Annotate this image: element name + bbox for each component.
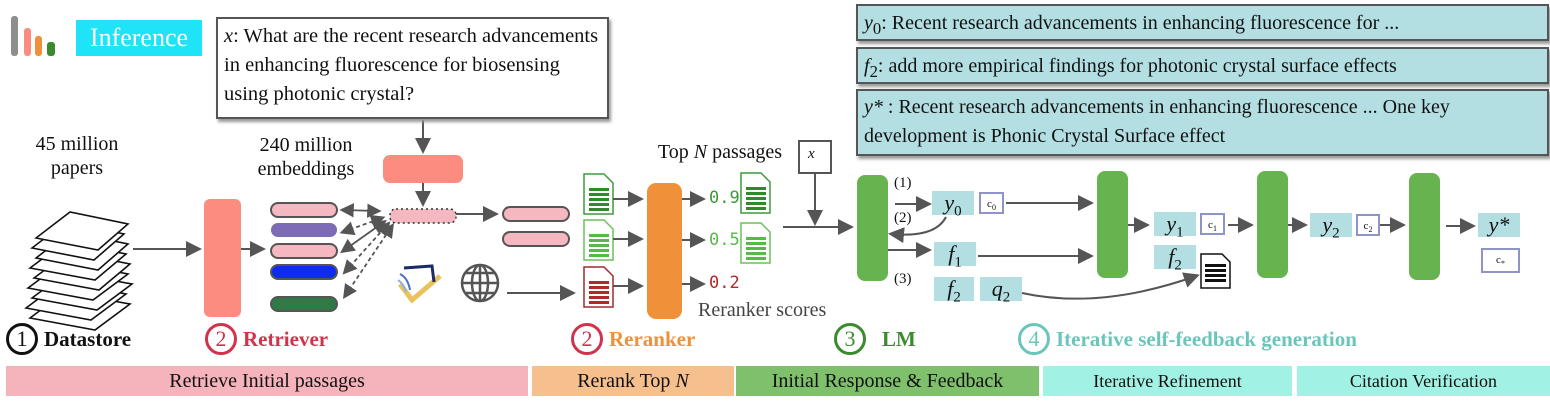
label-line: 240 million — [259, 134, 353, 156]
query-encoder-block — [383, 155, 463, 183]
reranker-scores-label: Reranker scores — [698, 299, 827, 321]
output-ystar: y* : Recent research advancements in enh… — [856, 89, 1549, 156]
output-text: : Recent research advancements in enhanc… — [881, 12, 1400, 34]
step-lm: 3 LM — [834, 323, 916, 355]
x-input-box — [798, 140, 832, 174]
embedding-list — [270, 202, 338, 312]
arrow-label-2: (2) — [894, 210, 912, 226]
paper-stack-icon — [24, 211, 134, 331]
x-label: x — [808, 146, 815, 162]
step-number-icon: 3 — [834, 323, 866, 355]
cell-f2: f2 — [934, 276, 974, 306]
step-datastore: 1 Datastore — [6, 323, 131, 355]
query-text: : What are the recent research advanceme… — [224, 25, 599, 105]
retrieved-embeddings — [502, 206, 570, 247]
output-text: : add more empirical findings for photon… — [877, 55, 1397, 77]
output-symbol: y* — [864, 96, 883, 118]
step-label: Retriever — [243, 326, 329, 351]
output-symbol: f — [864, 55, 870, 77]
ranked-doc-icon — [740, 172, 771, 214]
output-f2: f2: add more empirical findings for phot… — [856, 47, 1549, 84]
step-label: Datastore — [44, 326, 132, 351]
step-reranker: 2 Reranker — [571, 323, 695, 355]
label-line: papers — [50, 157, 104, 179]
lm-block-verify — [1409, 173, 1440, 280]
passage-doc-icon — [583, 173, 614, 215]
band-retrieve: Retrieve Initial passages — [6, 366, 528, 396]
cell-text: f2 — [947, 276, 961, 306]
cell-text: f2 — [1168, 244, 1182, 274]
band-text: Rerank Top N — [577, 370, 689, 392]
cell-text: y1 — [1166, 211, 1184, 241]
step-number-icon: 2 — [571, 323, 603, 355]
output-text: : Recent research advancements in enhanc… — [864, 96, 1450, 147]
cell-text: y0 — [944, 190, 962, 220]
query-prefix: x — [224, 25, 234, 47]
step-iterative: 4 Iterative self-feedback generation — [1018, 323, 1357, 355]
step-label: LM — [882, 326, 916, 351]
cell-text: f1 — [948, 241, 962, 271]
step-number-icon: 2 — [205, 323, 237, 355]
citation-c1: c1 — [1200, 213, 1225, 235]
cell-q2: q2 — [980, 276, 1022, 306]
label-line: 45 million — [35, 133, 119, 155]
lm-block-refine-2 — [1257, 171, 1288, 278]
output-y0: y0: Recent research advancements in enha… — [856, 4, 1549, 41]
label-part: Top — [657, 141, 694, 163]
cell-y2: y2 — [1310, 212, 1352, 242]
globe-icon — [460, 263, 500, 303]
citation-cstar: c* — [1481, 248, 1520, 273]
bar-logo-icon — [11, 16, 55, 56]
band-rerank: Rerank Top N — [532, 366, 734, 396]
citation-c2: c2 — [1356, 214, 1380, 236]
arrow-label-1: (1) — [894, 175, 912, 191]
cell-y0: y0 — [932, 190, 974, 220]
step-label: Reranker — [609, 326, 696, 351]
retriever-block — [204, 199, 241, 317]
step-number-icon: 4 — [1018, 323, 1050, 355]
output-sub: 0 — [872, 19, 882, 38]
output-sub: 2 — [869, 62, 878, 81]
band-initial-response: Initial Response & Feedback — [736, 366, 1039, 396]
inference-badge: Inference — [76, 20, 202, 56]
ranked-doc-icon — [740, 222, 771, 264]
score-1: 0.9 — [709, 188, 740, 208]
cell-text: y* — [1488, 212, 1510, 237]
output-symbol: y — [864, 12, 873, 34]
lm-block-refine-1 — [1097, 171, 1128, 278]
score-3: 0.2 — [709, 273, 740, 293]
cell-ystar: y* — [1478, 213, 1520, 237]
step-retriever: 2 Retriever — [205, 323, 328, 355]
score-2: 0.5 — [709, 230, 740, 250]
document-icon — [1200, 253, 1231, 289]
query-box: x: What are the recent research advancem… — [216, 17, 609, 119]
cell-text: y2 — [1322, 212, 1340, 242]
semantic-scholar-icon — [397, 264, 442, 304]
cell-f1: f1 — [934, 241, 976, 271]
arrow-label-3: (3) — [894, 271, 912, 287]
step-label: Iterative self-feedback generation — [1056, 326, 1357, 351]
citation-c0: c0 — [979, 192, 1004, 214]
top-n-label: Top N passages — [645, 140, 795, 164]
band-iterative-refinement: Iterative Refinement — [1043, 366, 1292, 396]
lm-block-initial — [857, 175, 888, 281]
cell-f2-refine: f2 — [1154, 244, 1196, 274]
step-number-icon: 1 — [6, 323, 38, 355]
label-line: embeddings — [257, 158, 355, 180]
passage-doc-icon — [583, 219, 614, 261]
cell-y1: y1 — [1154, 211, 1196, 241]
reranker-block — [647, 183, 682, 319]
label-part: passages — [707, 141, 783, 163]
label-part: N — [693, 141, 708, 163]
passage-doc-icon — [583, 266, 614, 308]
band-citation-verification: Citation Verification — [1297, 366, 1550, 396]
query-embedding — [389, 208, 457, 224]
cell-text: q2 — [991, 276, 1011, 306]
